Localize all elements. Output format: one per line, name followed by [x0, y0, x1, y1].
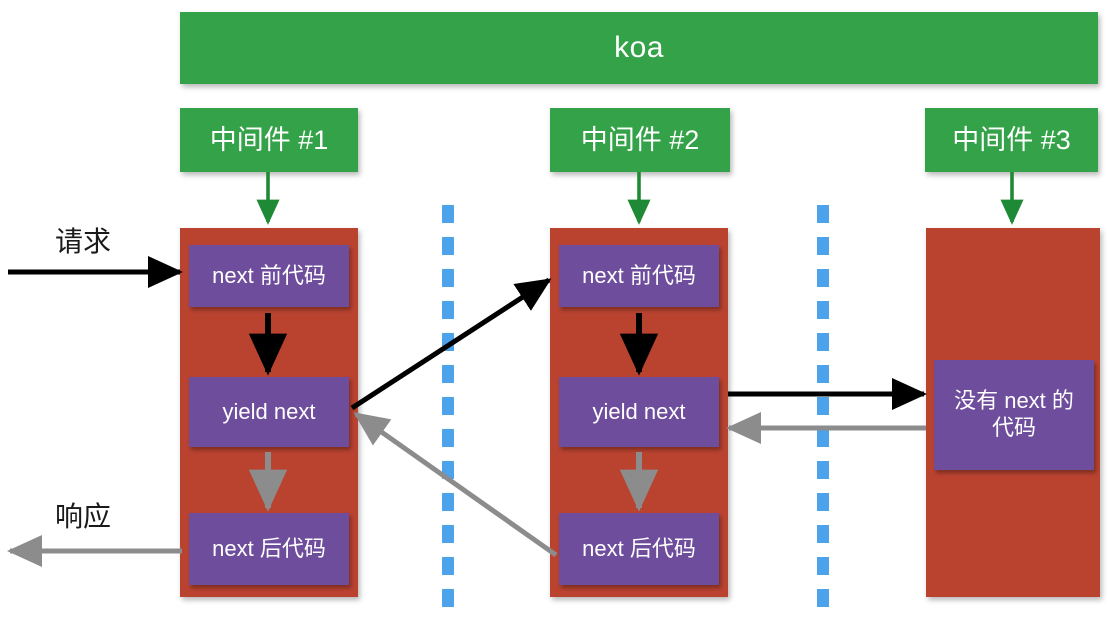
- middleware-1-block-post-next: next 后代码: [189, 513, 349, 585]
- middleware-3-no-next-label-line1: 没有 next 的: [954, 388, 1074, 414]
- middleware-3-title-label: 中间件 #3: [952, 124, 1071, 155]
- middleware-2-post-next-label: next 后代码: [582, 535, 696, 561]
- middleware-3-no-next-label-line2: 代码: [991, 415, 1036, 440]
- middleware-3-title-box: 中间件 #3: [925, 108, 1098, 172]
- middleware-2-title-box: 中间件 #2: [550, 108, 730, 172]
- middleware-3-block-no-next: 没有 next 的 代码: [934, 360, 1094, 470]
- middleware-2-block-pre-next: next 前代码: [559, 245, 719, 307]
- middleware-1-title-label: 中间件 #1: [209, 124, 329, 155]
- koa-header-label: koa: [614, 30, 664, 64]
- middleware-2-yield-label: yield next: [592, 398, 686, 424]
- middleware-1-title-box: 中间件 #1: [180, 108, 358, 172]
- middleware-2-block-yield: yield next: [559, 377, 719, 447]
- request-label: 请求: [55, 226, 112, 257]
- middleware-2-pre-next-label: next 前代码: [582, 262, 696, 288]
- response-label: 响应: [55, 501, 112, 532]
- middleware-2-title-label: 中间件 #2: [580, 124, 700, 155]
- middleware-1-post-next-label: next 后代码: [212, 535, 326, 561]
- divider-dashed-1: [442, 205, 454, 617]
- middleware-1-block-pre-next: next 前代码: [189, 245, 349, 307]
- green-connector-arrows: [256, 172, 1024, 225]
- arrow-mw2-postnext-to-mw1-yield: [353, 411, 558, 558]
- koa-header-box: koa: [180, 12, 1098, 84]
- divider-dashed-2: [817, 205, 829, 617]
- middleware-1-pre-next-label: next 前代码: [212, 262, 326, 288]
- middleware-1-block-yield: yield next: [189, 377, 349, 447]
- middleware-1-yield-label: yield next: [222, 398, 316, 424]
- middleware-2-block-post-next: next 后代码: [559, 513, 719, 585]
